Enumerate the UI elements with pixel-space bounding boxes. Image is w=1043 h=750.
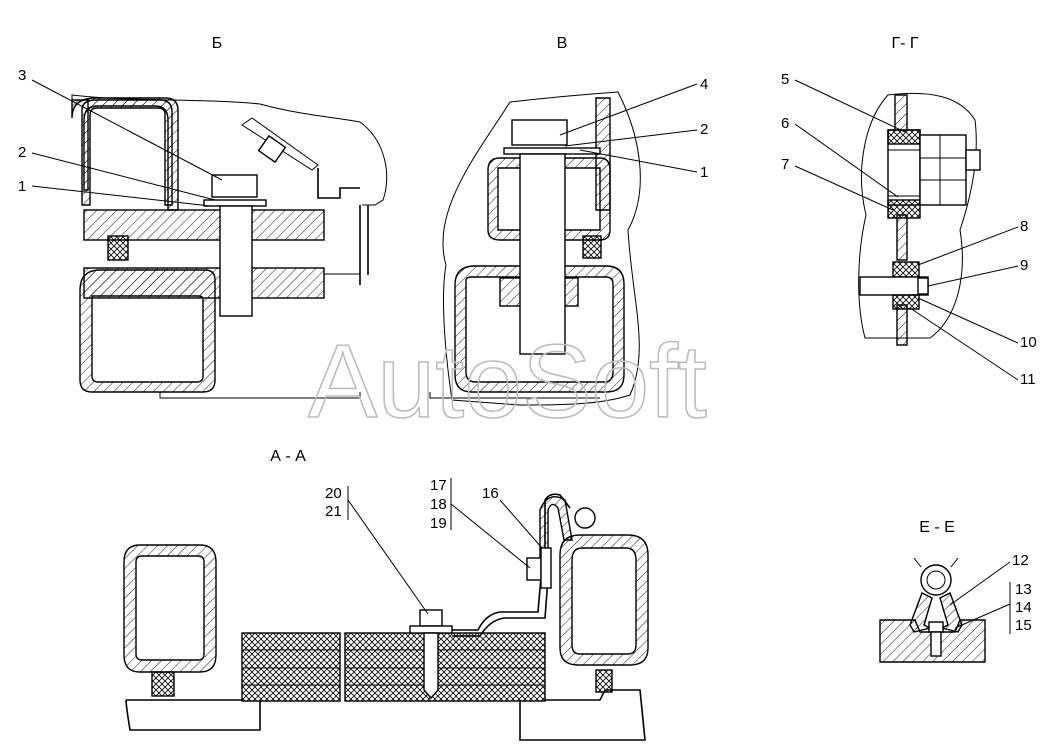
section-view-v: В 4 2 1 xyxy=(429,35,708,406)
view-g-title: Г- Г xyxy=(891,35,918,52)
section-view-a: А - А 20 21 17 18 19 xyxy=(123,448,649,741)
callout-a-17: 17 xyxy=(430,477,447,494)
callout-b-1: 1 xyxy=(18,178,26,195)
callout-a-19: 19 xyxy=(430,515,447,532)
section-view-b: Б 3 2 1 xyxy=(18,35,388,399)
view-v-title: В xyxy=(557,35,568,52)
callout-v-2: 2 xyxy=(700,121,708,138)
callout-e-15: 15 xyxy=(1015,617,1032,634)
callout-v-4: 4 xyxy=(700,76,708,93)
callout-e-13: 13 xyxy=(1015,581,1032,598)
callout-a-21: 21 xyxy=(325,503,342,520)
callout-a-18: 18 xyxy=(430,496,447,513)
view-a-title: А - А xyxy=(270,448,306,465)
callout-a-20: 20 xyxy=(325,485,342,502)
callout-g-11: 11 xyxy=(1020,371,1036,388)
callout-g-7: 7 xyxy=(781,156,789,173)
callout-g-10: 10 xyxy=(1020,334,1037,351)
callout-e-12: 12 xyxy=(1012,552,1029,569)
callout-b-3: 3 xyxy=(18,67,26,84)
callout-g-5: 5 xyxy=(781,71,789,88)
section-view-e: Е - Е 12 13 14 15 xyxy=(879,519,1032,663)
callout-a-16: 16 xyxy=(482,485,499,502)
watermark: AutoSoft xyxy=(308,324,707,440)
view-e-title: Е - Е xyxy=(919,519,955,536)
callout-g-8: 8 xyxy=(1020,218,1028,235)
callout-v-1: 1 xyxy=(700,164,708,181)
callout-g-6: 6 xyxy=(781,115,789,132)
callout-b-2: 2 xyxy=(18,144,26,161)
section-view-g: Г- Г 5 6 7 8 9 10 11 xyxy=(781,35,1037,388)
callout-g-9: 9 xyxy=(1020,257,1028,274)
callout-e-14: 14 xyxy=(1015,599,1032,616)
view-b-title: Б xyxy=(212,35,223,52)
